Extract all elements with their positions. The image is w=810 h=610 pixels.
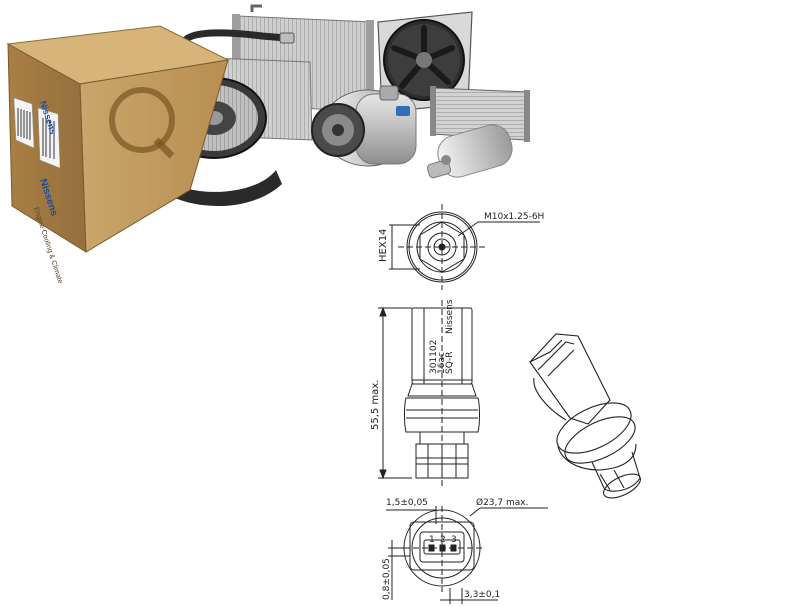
sensor-body xyxy=(404,397,480,433)
q-logo-icon xyxy=(109,87,175,153)
vertical-tol-label: 0,8±0,05 xyxy=(382,558,392,600)
heater-core xyxy=(430,86,530,142)
pin-pitch-label: 3,3±0,1 xyxy=(464,590,500,600)
svg-text:SQ-R: SQ-R xyxy=(445,351,455,374)
svg-text:Nissens: Nissens xyxy=(445,299,455,334)
hex-label: HEX14 xyxy=(378,229,389,262)
ac-compressor xyxy=(311,85,417,167)
diameter-label: Ø23,7 max. xyxy=(476,497,528,508)
height-label: 55,5 max. xyxy=(370,380,381,430)
pin-1-label: 1 xyxy=(429,535,435,545)
barcode-label xyxy=(13,97,61,169)
svg-text:301102: 301102 xyxy=(429,340,439,374)
iso-connector xyxy=(529,333,611,425)
offset-label: 1,5±0,05 xyxy=(386,498,428,508)
nissens-box: Nissens Nissens Engine Cooling & Climate xyxy=(6,25,230,285)
receiver-drier xyxy=(426,124,513,179)
thread-label: M10x1.25-6H xyxy=(484,212,544,222)
cooling-fan xyxy=(377,11,473,113)
pin-2-label: 2 xyxy=(440,535,446,545)
pin-3-label: 3 xyxy=(451,535,457,545)
iso-body xyxy=(556,402,632,454)
pins: 1 2 3 xyxy=(428,535,457,552)
